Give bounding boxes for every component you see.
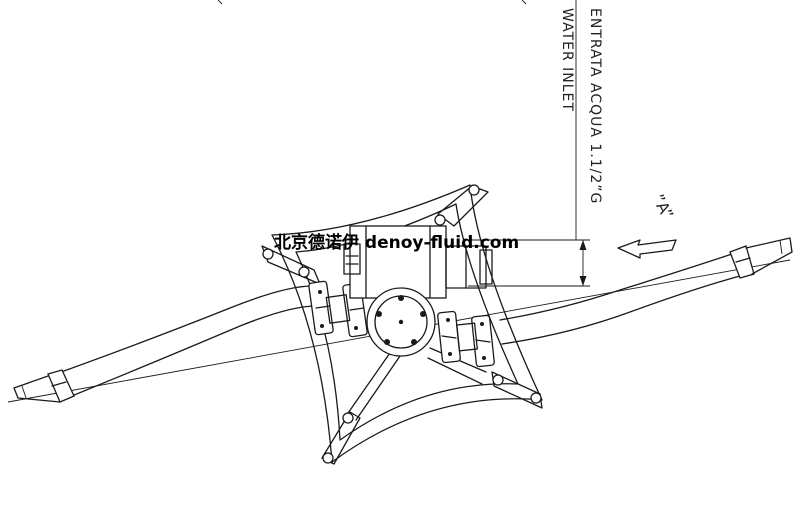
inlet-label-english: WATER INLET [559,8,575,112]
right-end-coupling [729,245,755,279]
pivot-right-inner [492,374,504,386]
flange-left-outer [308,280,334,336]
hub-bolt [384,339,390,345]
left-pipe-arm [13,285,317,403]
right-flanges [437,310,495,368]
pivot-top-left [262,248,274,260]
view-a-arrow [617,239,677,259]
inlet-label-italian: ENTRATA ACQUA 1.1/2”G [587,8,603,204]
pivot-bottom-inner [342,412,354,424]
central-hub [366,287,436,357]
hub-bolt [411,339,417,345]
star-frame [261,184,543,465]
pivot-bottom-left [322,452,334,464]
motor-terminal-box [343,243,361,275]
top-edge-line-left [217,0,223,5]
inlet-dimension [468,0,590,287]
hub-bolt [420,311,426,317]
pivot-top-inner [434,214,446,226]
pivot-bottom-right [530,392,542,404]
motor-housing [343,225,493,299]
hub-centre [398,319,404,325]
view-a-label: ”A” [648,191,677,222]
hub-bolt [376,311,382,317]
pivot-top-right [468,184,480,196]
watermark: 北京德诺伊 denoy-fluid.com [274,232,519,253]
left-end-coupling [47,369,75,403]
frame-pivots [262,184,542,464]
top-edge-line-right [521,0,527,5]
hub-bolt [398,295,404,301]
pivot-left-inner [298,266,310,278]
right-pipe-arm [499,237,793,345]
